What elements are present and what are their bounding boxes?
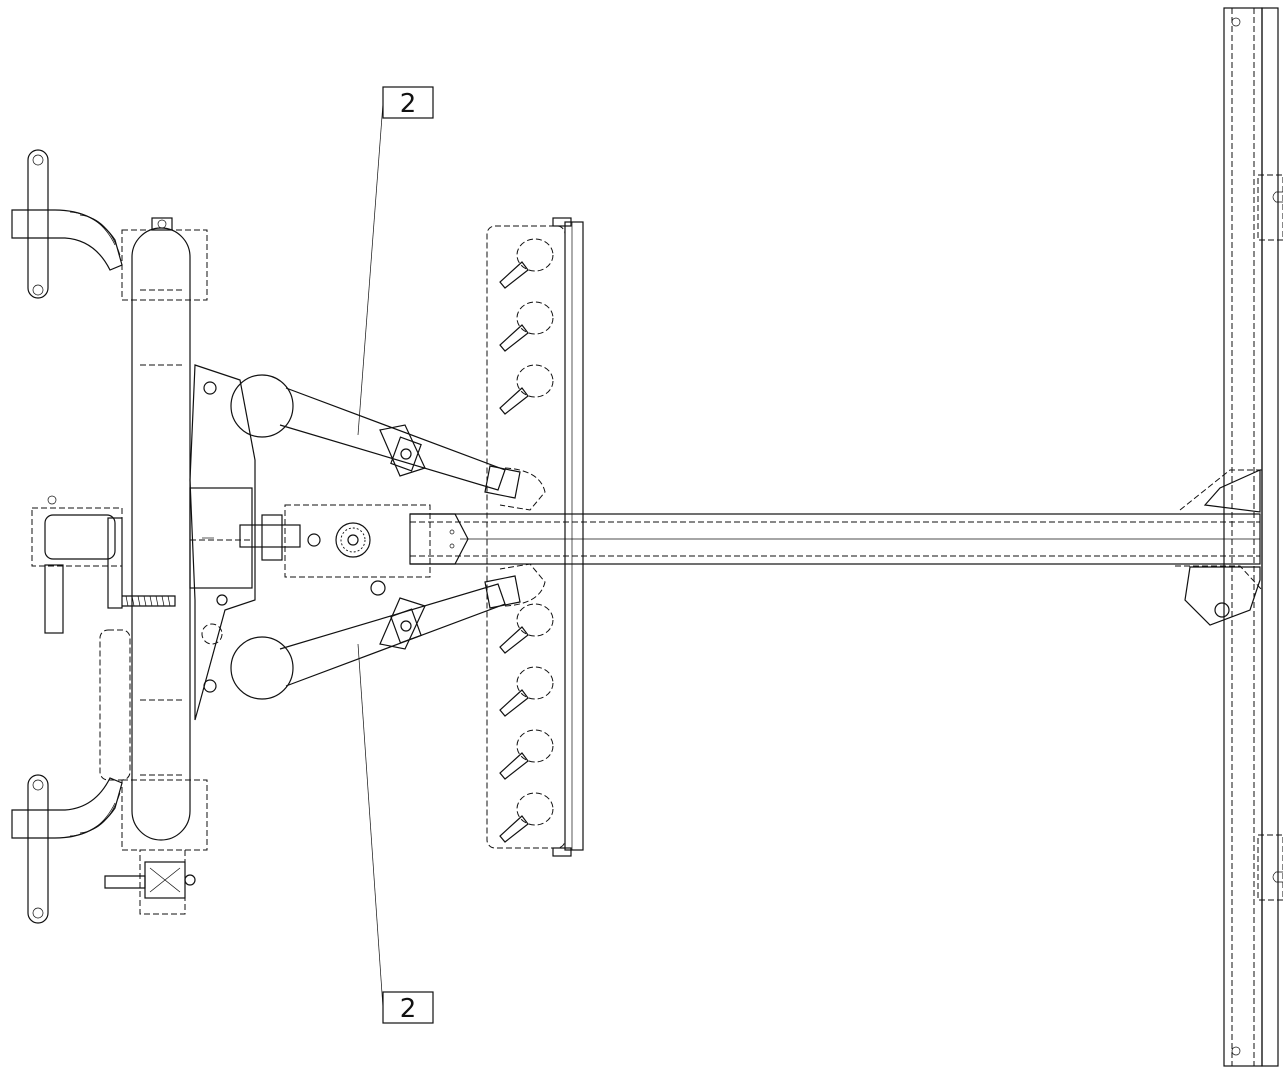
actuator-block [239,504,431,596]
tine-set-upper [499,238,554,415]
left-cross-tube [121,217,208,851]
lower-link-arm [230,563,546,700]
callout-bottom-label: 2 [400,994,417,1024]
callout-top-label: 2 [400,89,417,119]
a-frame-plate [189,364,256,721]
upper-link-arm [230,374,546,511]
top-hitch-clevis [11,149,123,299]
callout-bottom: 2 [382,991,434,1024]
leader-line-bottom [357,643,384,1009]
main-beam [409,513,1261,565]
center-coupler [31,495,176,781]
tine-bar [486,217,584,857]
leader-line-top [357,102,384,436]
right-end-frame [1175,7,1283,1067]
bottom-hitch-clevis [11,774,123,924]
bottom-bracket [104,849,196,915]
tine-set-lower [499,603,554,843]
callout-top: 2 [382,86,434,119]
